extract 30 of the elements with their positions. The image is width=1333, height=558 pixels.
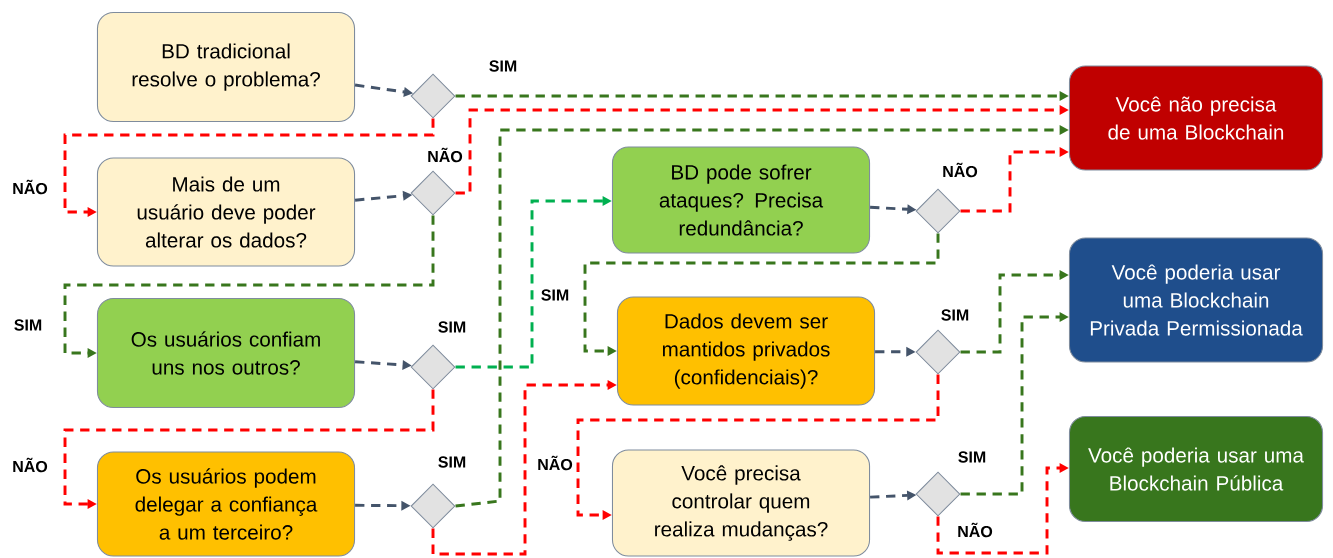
process-box: Você precisa controlar quem realiza mudanças? bbox=[611, 449, 871, 557]
process-box: Mais de um usuário deve poder alterar os dados? bbox=[96, 157, 356, 267]
decision-diamond bbox=[410, 344, 456, 390]
edge-label: NÃO bbox=[940, 161, 980, 179]
process-box: Você não precisa de uma Blockchain bbox=[1068, 65, 1324, 171]
edge-label: NÃO bbox=[425, 146, 465, 164]
edge-label: NÃO bbox=[955, 521, 995, 539]
edge-label: SIM bbox=[436, 320, 468, 334]
process-box: Os usuários confiam uns nos outros? bbox=[96, 297, 356, 409]
decision-diamond bbox=[410, 170, 456, 216]
edge-label: SIM bbox=[539, 288, 571, 302]
decision-diamond bbox=[410, 73, 456, 119]
process-box: BD pode sofrer ataques? Precisa redundância? bbox=[611, 146, 871, 254]
edge-label: SIM bbox=[956, 450, 988, 464]
edge-label: NÃO bbox=[10, 178, 50, 196]
edge-label: SIM bbox=[939, 308, 971, 322]
process-box: Você poderia usar uma Blockchain Pública bbox=[1068, 415, 1324, 523]
decision-diamond bbox=[915, 188, 961, 234]
decision-diamond bbox=[915, 329, 961, 375]
process-box: BD tradicional resolve o problema? bbox=[96, 11, 356, 123]
process-box: Dados devem ser mantidos privados (confidenciais)? bbox=[616, 296, 876, 406]
edge-label: SIM bbox=[487, 59, 519, 73]
process-box: Os usuários podem delegar a confiança a um terceiro? bbox=[96, 451, 356, 557]
edge-label: SIM bbox=[436, 455, 468, 469]
process-box: Você poderia usar uma Blockchain Privada Permissionada bbox=[1068, 237, 1324, 363]
edge-label: SIM bbox=[12, 318, 44, 332]
edge-label: NÃO bbox=[10, 456, 50, 474]
decision-diamond bbox=[410, 483, 456, 529]
edge-label: NÃO bbox=[535, 454, 575, 472]
decision-diamond bbox=[915, 471, 961, 517]
